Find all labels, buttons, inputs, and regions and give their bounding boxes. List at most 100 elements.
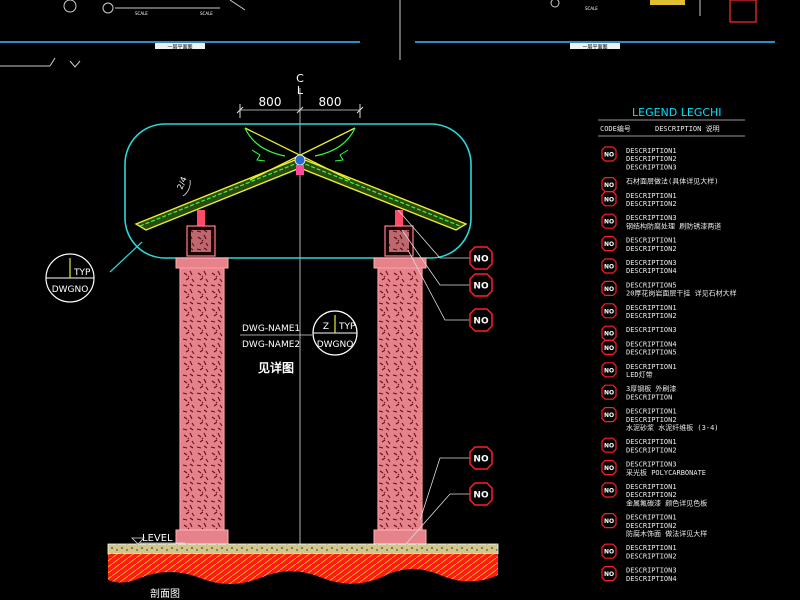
legend-row-text: 金属氟碳漆 颜色详见色板 — [626, 498, 707, 507]
legend-marker: NO — [601, 191, 617, 207]
legend-marker-label: NO — [604, 465, 614, 472]
legend-marker: NO — [601, 362, 617, 378]
top-scale-label-3: SCALE — [585, 6, 598, 11]
legend-marker: NO — [601, 339, 617, 355]
legend-row-text: DESCRIPTION4 — [626, 575, 677, 583]
legend-row-text: DESCRIPTION3 — [626, 214, 677, 222]
section-label: 剖面图 — [150, 587, 180, 600]
legend-header-code: CODE编号 — [600, 124, 631, 133]
legend-header-description: DESCRIPTION 说明 — [655, 124, 720, 133]
dimension-right: 800 — [319, 95, 342, 109]
legend-marker: NO — [601, 482, 617, 498]
legend-marker: NO — [601, 543, 617, 559]
legend-row-text: DESCRIPTION1 — [626, 147, 677, 155]
legend-marker-label: NO — [604, 308, 614, 315]
legend-row-text: DESCRIPTION1 — [626, 483, 677, 491]
callout-5-label: NO — [473, 491, 489, 501]
legend-row-text: DESCRIPTION1 — [626, 363, 677, 371]
legend-row-text: DESCRIPTION2 — [626, 245, 677, 253]
legend-row-text: DESCRIPTION3 — [626, 461, 677, 469]
legend-marker-label: NO — [604, 219, 614, 226]
top-view-title-right: 一层平面图 — [582, 45, 607, 51]
callout-5: NO — [469, 482, 493, 506]
dwg-name-2: DWG-NAME2 — [242, 340, 300, 350]
dimension-left: 800 — [259, 95, 282, 109]
legend-row-text: DESCRIPTION2 — [626, 312, 677, 320]
callout-1-label: NO — [473, 255, 489, 265]
legend-row-text: DESCRIPTION4 — [626, 340, 677, 348]
legend-row-text: 20厚花岗岩面层干挂 详见石材大样 — [626, 289, 737, 298]
legend-row-text: DESCRIPTION4 — [626, 267, 677, 275]
legend-row-text: DESCRIPTION2 — [626, 446, 677, 454]
legend-marker: NO — [601, 236, 617, 252]
legend-marker-label: NO — [604, 196, 614, 203]
detail-tag-mid-top: TYP — [338, 322, 356, 332]
legend-row-text: DESCRIPTION1 — [626, 304, 677, 312]
legend-row-text: DESCRIPTION5 — [626, 281, 677, 289]
legend-row-text: 采光板 POLYCARBONATE — [626, 468, 706, 477]
legend-row-text: DESCRIPTION2 — [626, 155, 677, 163]
legend-marker-label: NO — [604, 443, 614, 450]
legend-marker-label: NO — [604, 549, 614, 556]
roof-left-slope — [134, 156, 301, 231]
callout-2-label: NO — [473, 282, 489, 292]
legend-marker-label: NO — [604, 571, 614, 578]
legend-row-text: LED灯带 — [626, 370, 653, 379]
legend-row-text: 防腐木饰面 做法详见大样 — [626, 529, 707, 538]
legend-row-text: DESCRIPTION2 — [626, 491, 677, 499]
detail-caption: 见详图 — [258, 360, 294, 375]
detail-tag-mid-bottom: DWGNO — [317, 340, 354, 350]
callout-4: NO — [469, 446, 493, 470]
centerline-label-l: L — [297, 84, 304, 97]
legend-row-text: DESCRIPTION1 — [626, 438, 677, 446]
level-label: LEVEL — [142, 533, 173, 544]
legend-marker: NO — [601, 303, 617, 319]
legend-row-text: DESCRIPTION1 — [626, 544, 677, 552]
legend-marker-label: NO — [604, 264, 614, 271]
legend-marker-label: NO — [604, 152, 614, 159]
legend-marker: NO — [601, 177, 617, 193]
roof-right-slope — [299, 156, 468, 231]
legend-row-text: DESCRIPTION2 — [626, 416, 677, 424]
legend-row-text: DESCRIPTION3 — [626, 326, 677, 334]
legend-marker: NO — [601, 258, 617, 274]
top-scale-label-2: SCALE — [200, 11, 213, 16]
legend-row-text: DESCRIPTION3 — [626, 567, 677, 575]
legend-marker-label: NO — [604, 390, 614, 397]
ground-layer — [107, 543, 499, 555]
left-column — [179, 267, 225, 531]
legend-marker: NO — [601, 213, 617, 229]
legend-marker-label: NO — [604, 331, 614, 338]
legend-row-text: DESCRIPTION2 — [626, 522, 677, 530]
legend-row-text: 钢结构防腐处理 刷防锈漆两道 — [626, 221, 721, 230]
callout-3: NO — [469, 308, 493, 332]
gate-section-drawing: C L 800 800 2/4 — [45, 72, 499, 600]
centerline-label-c: C — [296, 72, 304, 85]
callout-2: NO — [469, 273, 493, 297]
top-scale-label-1: SCALE — [135, 11, 148, 16]
legend-row-text: DESCRIPTION1 — [626, 514, 677, 522]
legend-row-text: 石材面层做法(具体详见大样) — [626, 177, 718, 186]
legend-marker: NO — [601, 565, 617, 582]
legend-marker-label: NO — [604, 518, 614, 525]
legend-marker: NO — [601, 146, 617, 162]
legend-marker-label: NO — [604, 182, 614, 189]
detail-tag-left: TYP DWGNO — [45, 253, 95, 303]
legend-row-text: DESCRIPTION — [626, 393, 672, 401]
detail-tag-left-top: TYP — [73, 268, 91, 278]
legend-marker-label: NO — [604, 488, 614, 495]
legend-row-text: DESCRIPTION3 — [626, 163, 677, 171]
detail-tag-mid-number: Z — [323, 322, 329, 332]
legend-marker-label: NO — [604, 412, 614, 419]
callout-4-label: NO — [473, 455, 489, 465]
detail-tag-left-bottom: DWGNO — [52, 285, 89, 295]
legend-marker: NO — [601, 460, 617, 476]
legend-marker-label: NO — [604, 241, 614, 248]
top-view-title-left: 一层平面图 — [167, 45, 192, 51]
callout-1: NO — [469, 246, 493, 270]
dwg-name-1: DWG-NAME1 — [242, 324, 300, 334]
legend-row-text: DESCRIPTION2 — [626, 200, 677, 208]
